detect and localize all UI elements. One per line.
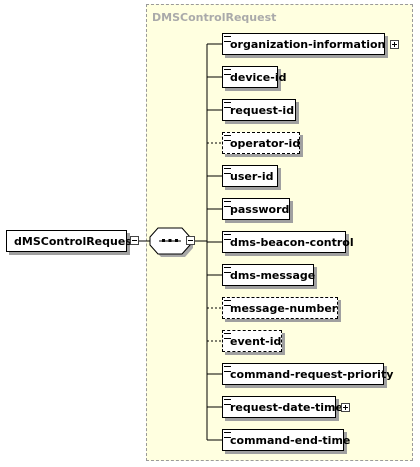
element-marker-icon xyxy=(224,300,231,306)
element-label: operator-id xyxy=(230,137,301,150)
element-marker-icon xyxy=(224,267,231,273)
element-label: password xyxy=(230,203,290,216)
element-device-id[interactable]: device-id xyxy=(222,66,286,88)
element-label: request-date-time xyxy=(230,401,343,414)
element-label: request-id xyxy=(230,104,295,117)
expand-icon[interactable] xyxy=(341,403,350,412)
element-marker-icon xyxy=(224,201,231,207)
collapse-icon[interactable] xyxy=(186,236,195,245)
element-dms-beacon-control[interactable]: dms-beacon-control xyxy=(222,231,354,253)
complex-type-label: DMSControlRequest xyxy=(152,11,277,24)
element-request-id[interactable]: request-id xyxy=(222,99,296,121)
element-label: device-id xyxy=(230,71,287,84)
element-marker-icon xyxy=(224,333,231,339)
element-label: command-request-priority xyxy=(230,368,394,381)
element-message-number[interactable]: message-number xyxy=(222,297,338,319)
element-marker-icon xyxy=(224,432,231,438)
element-marker-icon xyxy=(224,366,231,372)
element-marker-icon xyxy=(224,168,231,174)
element-label: dms-beacon-control xyxy=(230,236,354,249)
element-marker-icon xyxy=(224,135,231,141)
element-label: command-end-time xyxy=(230,434,351,447)
element-label: organization-information xyxy=(230,38,386,51)
element-password[interactable]: password xyxy=(222,198,290,220)
element-label: user-id xyxy=(230,170,274,183)
element-label: dms-message xyxy=(230,269,316,282)
element-dms-message[interactable]: dms-message xyxy=(222,264,316,286)
collapse-icon[interactable] xyxy=(130,236,139,245)
sequence-compositor-icon[interactable] xyxy=(149,227,193,257)
element-operator-id[interactable]: operator-id xyxy=(222,132,300,154)
element-marker-icon xyxy=(224,69,231,75)
expand-icon[interactable] xyxy=(390,40,399,49)
element-organization-information[interactable]: organization-information xyxy=(222,33,385,55)
element-request-date-time[interactable]: request-date-time xyxy=(222,396,343,418)
root-element-label: dMSControlRequest xyxy=(14,235,138,248)
element-event-id[interactable]: event-id xyxy=(222,330,282,352)
element-command-request-priority[interactable]: command-request-priority xyxy=(222,363,393,385)
element-marker-icon xyxy=(224,399,231,405)
element-user-id[interactable]: user-id xyxy=(222,165,278,187)
element-marker-icon xyxy=(224,102,231,108)
element-command-end-time[interactable]: command-end-time xyxy=(222,429,350,451)
element-marker-icon xyxy=(224,234,231,240)
element-marker-icon xyxy=(224,36,231,42)
element-label: message-number xyxy=(230,302,338,315)
root-element[interactable]: dMSControlRequest xyxy=(6,230,137,252)
element-label: event-id xyxy=(230,335,282,348)
